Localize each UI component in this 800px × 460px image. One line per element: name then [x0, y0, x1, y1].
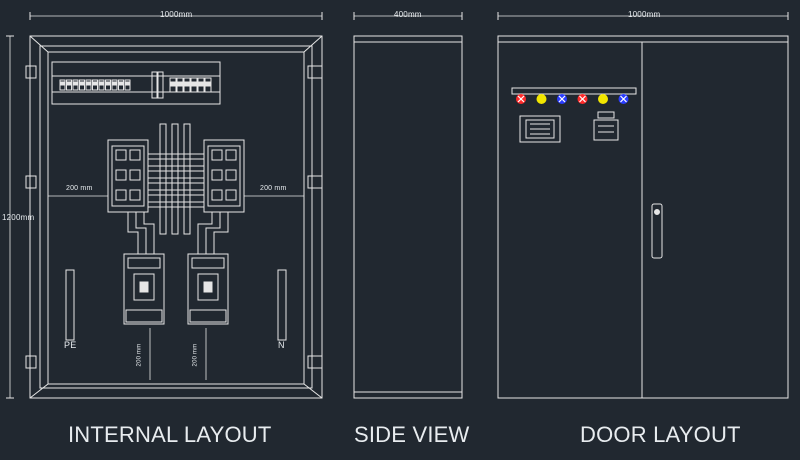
din-rail-panel	[51, 61, 221, 105]
dim-clearance-left: 200 mm	[66, 185, 93, 192]
mccb-left	[123, 253, 165, 325]
pilot-lamp-yellow	[536, 94, 547, 104]
fuse-holder	[157, 71, 164, 99]
terminal-block	[72, 79, 79, 91]
dim-side-width: 400mm	[394, 10, 422, 19]
pe-bar	[65, 269, 75, 341]
terminal-block	[118, 79, 124, 91]
side-view	[353, 12, 463, 399]
breaker-pole	[115, 149, 127, 161]
mcb	[197, 77, 205, 93]
mccb-right	[187, 253, 229, 325]
fuse-holder	[151, 71, 158, 99]
door-layout	[497, 12, 789, 399]
terminal-block	[59, 79, 66, 91]
pilot-lamp-strip	[511, 87, 637, 95]
breaker-pole	[115, 189, 127, 201]
pilot-lamp-red-cross	[577, 94, 588, 104]
dim-internal-height: 1200mm	[2, 213, 35, 222]
busbar	[147, 165, 205, 172]
dim-clearance-bottom-1: 200 mm	[136, 343, 143, 367]
busbar	[147, 201, 205, 208]
title-side-view: SIDE VIEW	[354, 422, 470, 447]
terminal-block	[105, 79, 111, 91]
terminal-block	[79, 79, 85, 91]
n-label: N	[278, 340, 285, 350]
dim-door-width: 1000mm	[628, 10, 661, 19]
mounting-plate	[47, 51, 305, 385]
dim-clearance-right: 200 mm	[260, 185, 287, 192]
mcb	[190, 77, 198, 93]
pilot-lamps	[516, 94, 629, 104]
mcb	[169, 77, 177, 93]
terminal-block	[85, 79, 92, 91]
mcb	[176, 77, 184, 93]
mcb	[204, 77, 212, 93]
busbar	[147, 177, 205, 184]
pe-label: PE	[64, 340, 77, 350]
title-door-layout: DOOR LAYOUT	[580, 422, 741, 447]
enclosure-outer	[29, 35, 323, 399]
selector-switch	[593, 111, 619, 141]
busbar-assembly	[107, 123, 245, 254]
terminal-block	[111, 79, 118, 91]
terminal-block	[124, 79, 131, 91]
pilot-lamp-blue-cross	[557, 94, 567, 104]
multifunction-meter	[519, 115, 561, 143]
n-bar	[277, 269, 287, 341]
pilot-lamp-blue-cross	[618, 94, 629, 104]
breaker-pole	[115, 169, 127, 181]
door-outer	[497, 35, 789, 399]
busbar	[147, 153, 205, 160]
mcb	[183, 77, 191, 93]
terminal-block	[92, 79, 98, 91]
left-hinges	[25, 65, 37, 369]
pilot-lamp-red-cross	[516, 94, 526, 104]
pilot-lamp-yellow	[598, 94, 608, 104]
title-internal-layout: INTERNAL LAYOUT	[68, 422, 272, 447]
door-handle	[651, 203, 663, 259]
breaker-pole	[211, 189, 223, 201]
side-panel	[353, 35, 463, 399]
right-hinges	[307, 65, 323, 369]
breaker-pole	[211, 149, 223, 161]
breaker-pole	[211, 169, 223, 181]
dim-internal-width: 1000mm	[160, 10, 193, 19]
busbar	[147, 189, 205, 196]
terminal-block	[66, 79, 72, 91]
dim-clearance-bottom-2: 200 mm	[192, 343, 199, 367]
top-rail-devices	[59, 71, 212, 99]
internal-layout	[6, 12, 323, 399]
terminal-block	[98, 79, 105, 91]
